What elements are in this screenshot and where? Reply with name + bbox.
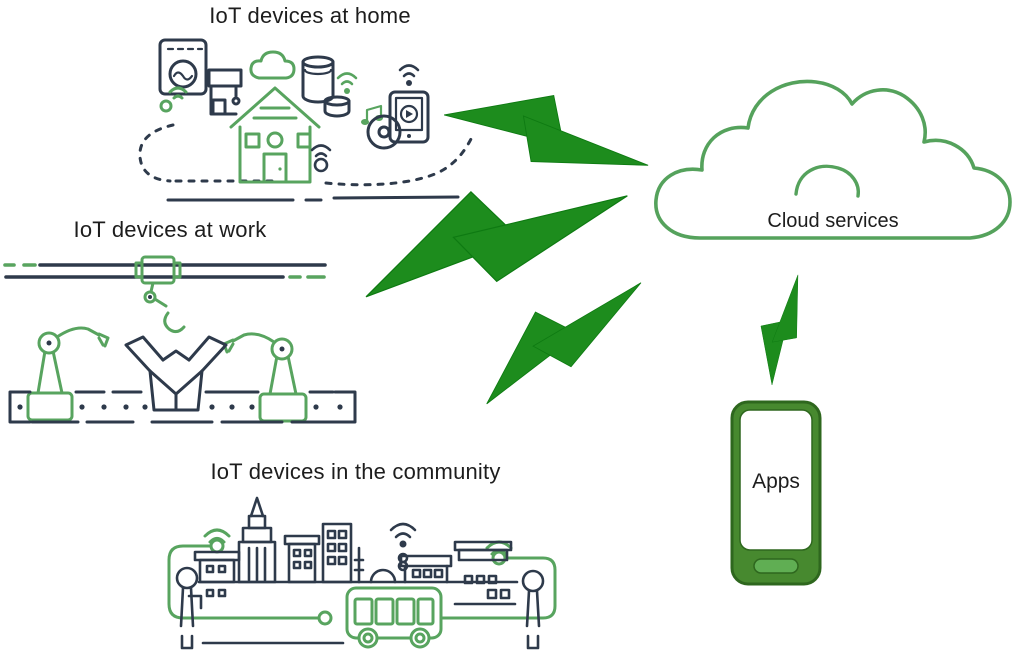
cloud-illustration [654, 79, 1012, 240]
home-title: IoT devices at home [209, 3, 411, 28]
wifi-signal-icon [310, 144, 332, 173]
apps-label: Apps [752, 470, 800, 493]
smartphone-illustration [730, 400, 822, 586]
tablet-player-icon [388, 90, 430, 144]
community-title: IoT devices in the community [210, 459, 501, 484]
wifi-signal-icon [398, 64, 420, 86]
hanging-gripper-icon [143, 281, 186, 334]
community-illustration [167, 496, 557, 650]
floor-lines [166, 195, 460, 202]
lightning-bolt-work-to-cloud [365, 190, 628, 298]
street-lamp-left-icon [175, 566, 199, 650]
work-title: IoT devices at work [73, 217, 267, 242]
conveyor-belt [8, 390, 357, 424]
cloud-outline [654, 79, 1012, 240]
circuit-network-left [167, 528, 333, 626]
lightning-bolt-home-to-cloud [444, 95, 649, 166]
wifi-signal-icon [159, 86, 188, 113]
phone-home-button [753, 558, 799, 574]
robot-carriage-icon [134, 255, 182, 285]
cloud-label: Cloud services [767, 210, 899, 232]
cloud-inner-arc [794, 164, 860, 198]
robot-arm-left-icon [26, 326, 110, 422]
coffee-maker-icon [207, 68, 243, 116]
cardboard-box-icon [124, 335, 228, 412]
lightning-bolt-community-to-cloud [486, 282, 642, 405]
phone-screen [739, 409, 813, 551]
smart-home-icon [229, 86, 321, 184]
wifi-signal-icon [389, 522, 417, 572]
work-illustration [3, 255, 357, 424]
lightning-bolt-apps-to-cloud [760, 274, 799, 385]
robot-arm-right-icon [222, 332, 308, 423]
city-skyline [187, 496, 519, 645]
mini-speaker-icon [323, 95, 351, 118]
wifi-signal-icon [336, 72, 358, 94]
smart-speaker-icon [301, 55, 335, 104]
cloud-icon [249, 50, 296, 80]
dashed-network-loop [138, 123, 473, 187]
factory-rail [3, 263, 327, 279]
washing-machine-icon [158, 38, 208, 96]
street-lamp-right-icon [521, 569, 545, 650]
bus-icon [345, 586, 443, 649]
home-illustration [138, 38, 473, 202]
